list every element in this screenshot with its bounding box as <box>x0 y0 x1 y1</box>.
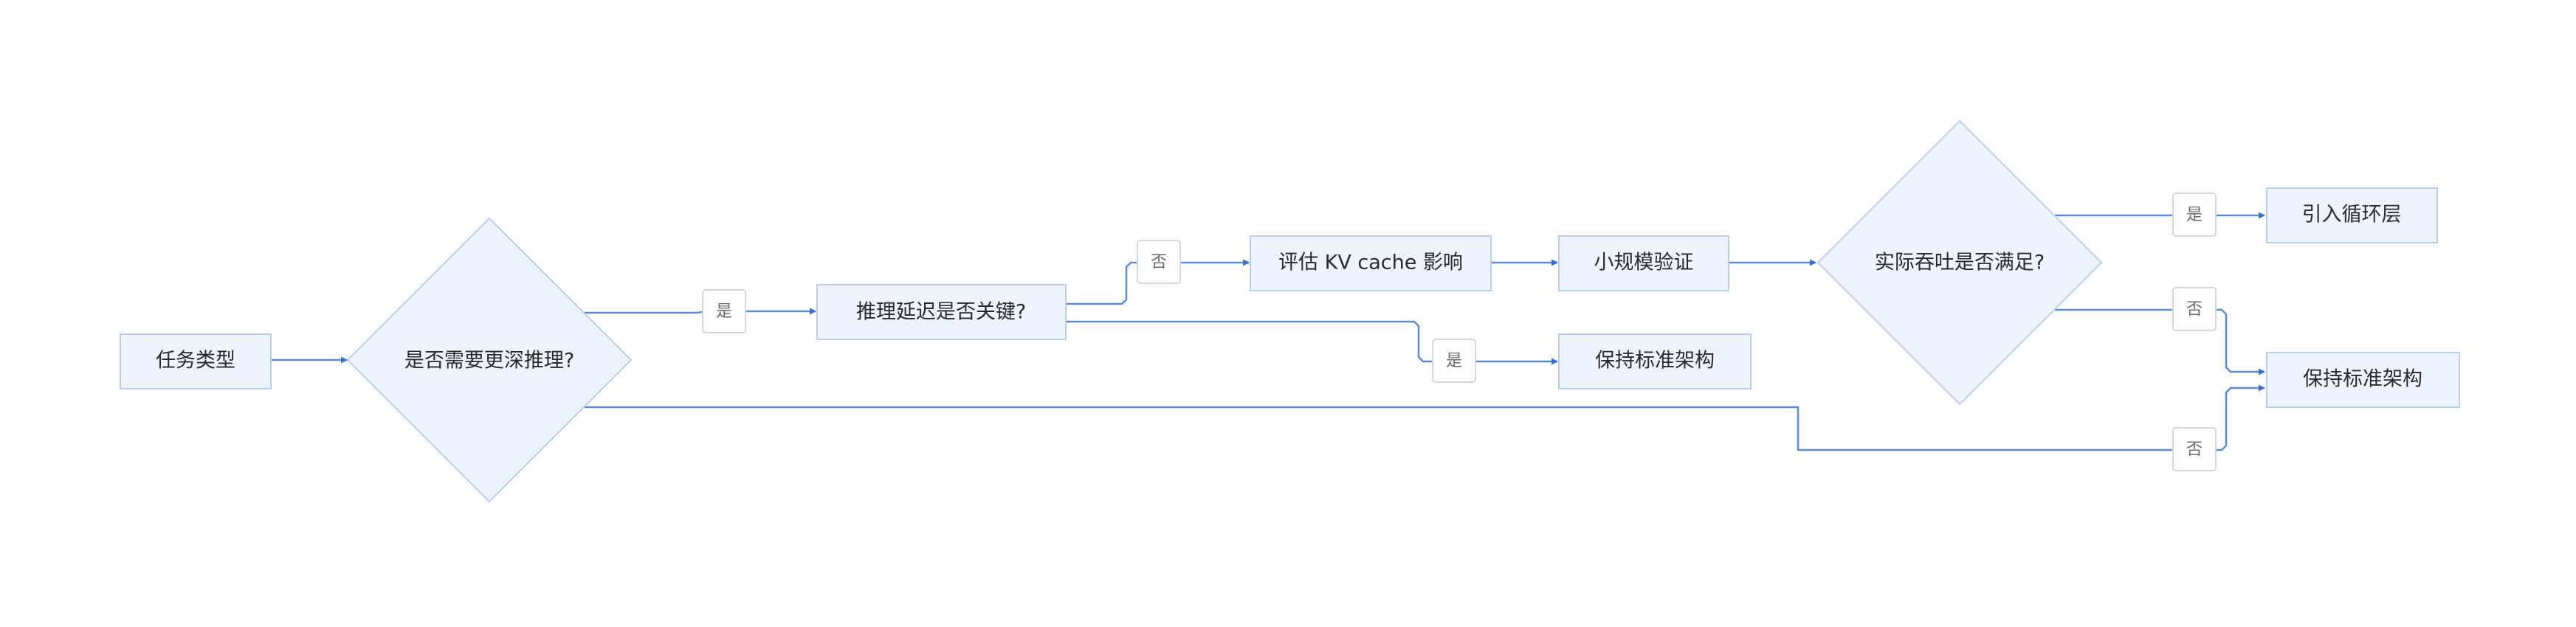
edge-label-latency-no-text: 否 <box>1151 253 1167 271</box>
node-small-scale-validation: 小规模验证 <box>1558 235 1729 291</box>
edge-label-latency-no: 否 <box>1137 240 1181 284</box>
node-keep-standard-2: 保持标准架构 <box>2266 352 2460 408</box>
edge-latency-yes-to-keep1 <box>1066 320 1558 365</box>
node-task-type-label: 任务类型 <box>156 350 235 373</box>
edge-labels-layer: 是 否 是 是 否 否 <box>702 193 2217 471</box>
edge-label-deeper-no-text: 否 <box>2186 440 2203 459</box>
node-need-deeper-reasoning: 是否需要更深推理? <box>346 217 633 503</box>
edge-label-throughput-yes-text: 是 <box>2186 206 2203 224</box>
nodes-layer: 任务类型 是否需要更深推理? 推理延迟是否关键? 评估 KV cache 影响 … <box>120 119 2460 503</box>
node-need-deeper-reasoning-label: 是否需要更深推理? <box>404 350 574 373</box>
edge-throughput-no-to-keep2 <box>2055 308 2265 375</box>
node-throughput-satisfied-label: 实际吞吐是否满足? <box>1875 252 2045 274</box>
edge-label-throughput-no: 否 <box>2172 287 2217 331</box>
node-introduce-loop-layer: 引入循环层 <box>2266 187 2438 243</box>
node-introduce-loop-layer-label: 引入循环层 <box>2302 204 2402 226</box>
node-evaluate-kv-cache: 评估 KV cache 影响 <box>1250 235 1492 291</box>
node-task-type: 任务类型 <box>120 333 272 389</box>
edge-label-throughput-no-text: 否 <box>2186 300 2203 319</box>
edge-label-throughput-yes: 是 <box>2172 193 2217 237</box>
edge-label-deeper-no: 否 <box>2172 427 2217 471</box>
node-keep-standard-1: 保持标准架构 <box>1558 333 1752 389</box>
node-evaluate-kv-cache-label: 评估 KV cache 影响 <box>1278 252 1463 274</box>
edge-label-latency-yes: 是 <box>1432 339 1476 383</box>
node-keep-standard-2-label: 保持标准架构 <box>2303 368 2422 391</box>
node-keep-standard-1-label: 保持标准架构 <box>1595 350 1715 373</box>
node-latency-critical: 推理延迟是否关键? <box>816 284 1067 340</box>
edge-label-deeper-yes: 是 <box>702 289 746 333</box>
node-throughput-satisfied: 实际吞吐是否满足? <box>1816 119 2103 406</box>
node-small-scale-validation-label: 小规模验证 <box>1594 252 1694 274</box>
edge-label-deeper-yes-text: 是 <box>716 302 732 321</box>
edge-deeper-no-to-keep2 <box>585 384 2265 451</box>
edge-label-latency-yes-text: 是 <box>1446 352 1462 370</box>
edge-deeper-yes-to-latency <box>585 308 816 315</box>
node-latency-critical-label: 推理延迟是否关键? <box>856 301 1026 324</box>
